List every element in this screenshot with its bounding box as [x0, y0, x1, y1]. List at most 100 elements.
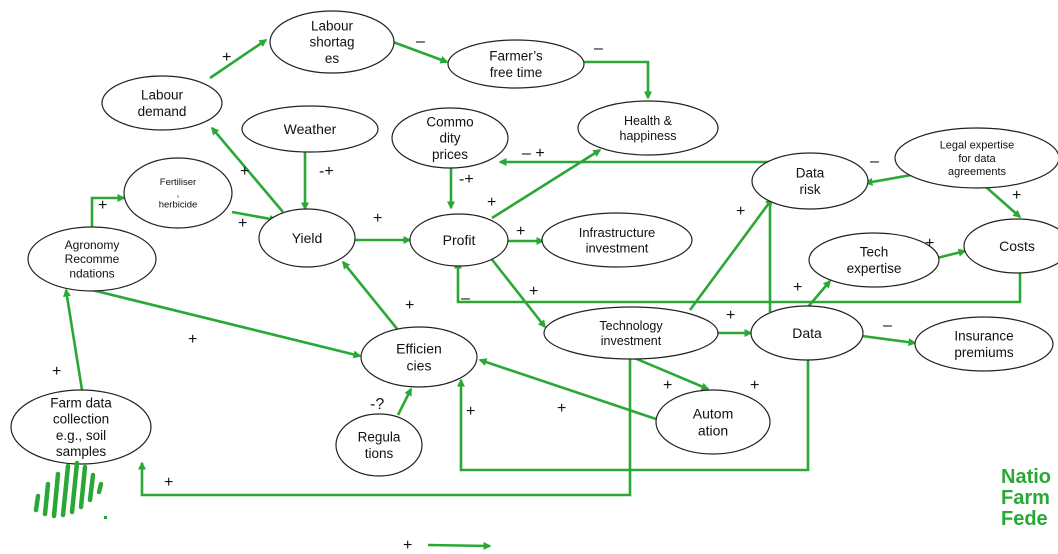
edge-labour-demand-to-labour-shortages — [209, 38, 268, 80]
node-label-line: Labour — [141, 88, 184, 103]
node-label-line: Recomme — [65, 252, 120, 266]
node-label-line: e.g., soil — [56, 428, 106, 443]
edge-technology-investment-to-automation — [631, 355, 710, 391]
node-label-line: Efficien — [396, 341, 442, 357]
brand-line-3: Fede — [1001, 508, 1048, 530]
edge-profit-to-health — [491, 148, 602, 220]
edge-labour-shortages-to-free-time — [392, 40, 449, 64]
node-outline — [123, 157, 233, 229]
node-label-line: prices — [432, 147, 468, 162]
node-label-line: risk — [800, 182, 821, 197]
sign-technology-to-automation-right: + — [750, 377, 759, 394]
node-health-happiness: Health &happiness — [577, 100, 719, 156]
node-label-line: for data — [958, 153, 996, 165]
node-outline — [750, 305, 864, 361]
node-costs: Costs — [963, 218, 1058, 274]
edge-technology-investment-to-farm-data — [138, 357, 632, 497]
sign-labour-demand-to-shortages: + — [222, 49, 231, 66]
node-outline — [655, 389, 771, 455]
sign-efficiencies-to-yield: + — [405, 297, 414, 314]
node-label-line: tions — [365, 446, 394, 461]
node-outline — [577, 100, 719, 156]
edge-yield-to-labour-demand — [211, 126, 284, 213]
node-outline — [241, 105, 379, 153]
node-label-line: , — [177, 188, 180, 199]
sign-weather-to-yield: -+ — [319, 163, 334, 180]
node-label-line: Commo — [426, 115, 473, 130]
node-outline — [409, 213, 509, 267]
node-outline — [269, 10, 395, 74]
node-label-line: Autom — [693, 406, 733, 422]
node-profit: Profit — [409, 213, 509, 267]
sign-yield-to-labour-demand: + — [240, 163, 249, 180]
node-outline — [914, 316, 1054, 372]
sign-tech-expertise-to-costs: + — [925, 235, 934, 252]
edge-agronomy-to-efficiencies — [91, 288, 362, 359]
sign-agronomy-to-fertiliser: + — [98, 197, 107, 214]
node-label-line: Profit — [443, 232, 476, 248]
sign-profit-to-infrastructure: + — [516, 223, 525, 240]
sign-technology-to-data-risk: + — [736, 203, 745, 220]
node-outline — [894, 127, 1058, 189]
edge-efficiencies-to-yield — [341, 260, 400, 331]
node-label-line: dity — [439, 131, 460, 146]
sign-commodity-prices-to-profit: -+ — [459, 171, 474, 188]
edge-legal-to-costs — [985, 186, 1022, 218]
sign-shortages-to-free-time: – — [416, 33, 425, 50]
node-label-line: es — [325, 51, 340, 66]
node-weather: Weather — [241, 105, 379, 153]
node-outline — [335, 413, 423, 477]
node-label-line: investment — [601, 334, 662, 348]
sign-profit-to-health: + — [487, 194, 496, 211]
node-outline — [751, 152, 869, 210]
node-label-line: demand — [138, 104, 187, 119]
node-label-line: free time — [490, 65, 543, 80]
node-label-line: Farmer’s — [489, 49, 543, 64]
legend-arrow — [427, 541, 492, 550]
node-label-line: investment — [586, 240, 649, 255]
sign-fertiliser-to-yield: + — [238, 215, 247, 232]
node-label-line: Labour — [311, 19, 354, 34]
edge-regulations-to-efficiencies — [396, 387, 413, 416]
node-outline — [543, 306, 719, 360]
node-label-line: expertise — [847, 261, 902, 276]
node-label-line: cies — [407, 357, 432, 373]
edge-costs-to-profit — [454, 260, 1022, 304]
node-label-line: Infrastructure — [579, 225, 656, 240]
node-outline — [27, 226, 157, 292]
node-label-line: Data — [796, 166, 825, 181]
node-yield: Yield — [258, 208, 356, 268]
node-label-line: ation — [698, 422, 728, 438]
node-outline — [447, 39, 585, 89]
node-label-line: herbicide — [159, 200, 198, 211]
node-label-line: Insurance — [954, 329, 1013, 344]
sign-free-time-to-health: – — [594, 40, 603, 57]
node-label-line: collection — [53, 412, 109, 427]
brand-line-1: Natio — [1001, 466, 1051, 488]
sign-agronomy-to-efficiencies: + — [188, 331, 197, 348]
sign-yield-to-profit: + — [373, 210, 382, 227]
node-outline — [101, 75, 223, 131]
edge-automation-to-efficiencies — [478, 358, 657, 421]
sign-legal-to-data-risk: – — [870, 153, 879, 170]
sign-data-to-efficiencies: + — [466, 403, 475, 420]
brand-line-2: Farm — [1001, 487, 1050, 509]
node-label-line: Farm data — [50, 395, 112, 410]
sign-data-to-tech-expertise: + — [793, 279, 802, 296]
node-outline — [10, 389, 152, 465]
sign-profit-to-technology: + — [529, 283, 538, 300]
sign-technology-to-farm-data: + — [164, 474, 173, 491]
node-data: Data — [750, 305, 864, 361]
sign-data-to-insurance: – — [883, 317, 892, 334]
